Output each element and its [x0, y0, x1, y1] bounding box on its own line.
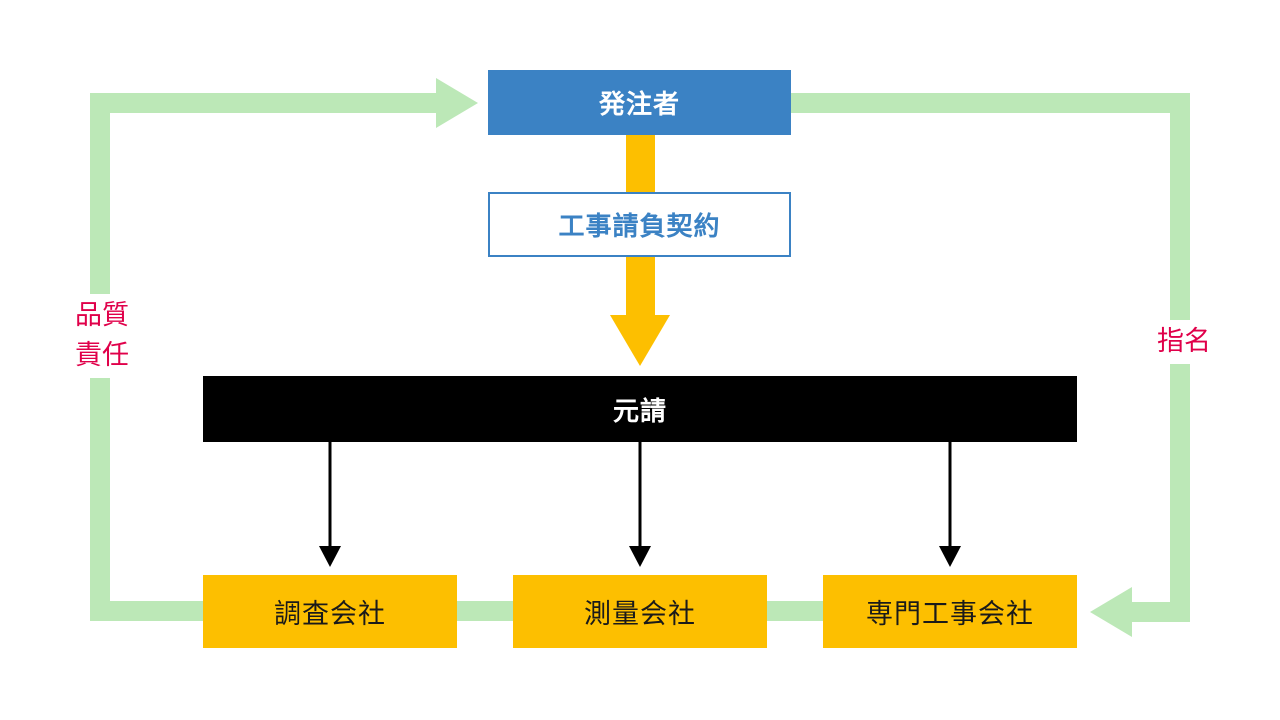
quality-responsibility-label: 品質 責任: [68, 294, 136, 378]
nomination-loop-arrowhead: [1090, 587, 1132, 637]
contract-arrow-head: [610, 315, 670, 366]
client-box-bg: [488, 70, 791, 135]
connector-survey-measure: [457, 601, 513, 621]
nomination-label: 指名: [1150, 320, 1218, 364]
specialist-company-label: 専門工事会社: [866, 599, 1034, 630]
connector-measure-specialist: [767, 601, 823, 621]
quality-label-line2: 責任: [75, 340, 129, 371]
client-node: 発注者: [488, 70, 791, 135]
specialist-company-node: 専門工事会社: [823, 575, 1077, 648]
quality-loop-arrowhead: [436, 78, 478, 128]
measure-company-label: 測量会社: [584, 599, 696, 630]
specialist-box-bg: [823, 575, 1077, 648]
arrow-to-specialist-head: [939, 546, 961, 567]
client-label: 発注者: [598, 90, 680, 120]
survey-box-bg: [203, 575, 457, 648]
survey-company-label: 調査会社: [274, 599, 386, 630]
quality-loop-line: [90, 93, 440, 621]
survey-company-node: 調査会社: [203, 575, 457, 648]
nomination-label-text: 指名: [1157, 326, 1211, 357]
contract-arrow-shaft-bottom: [626, 257, 655, 317]
prime-contractor-node: 元請: [203, 376, 1077, 442]
contract-arrow-shaft-top: [626, 135, 655, 192]
arrow-to-measure-head: [629, 546, 651, 567]
quality-label-line1: 品質: [75, 300, 129, 331]
contract-label: 工事請負契約: [558, 212, 721, 242]
arrow-to-survey-head: [319, 546, 341, 567]
measure-box-bg: [513, 575, 767, 648]
nomination-loop-line: [791, 93, 1190, 622]
prime-label: 元請: [612, 396, 667, 427]
measure-company-node: 測量会社: [513, 575, 767, 648]
contract-node: 工事請負契約: [488, 192, 791, 257]
